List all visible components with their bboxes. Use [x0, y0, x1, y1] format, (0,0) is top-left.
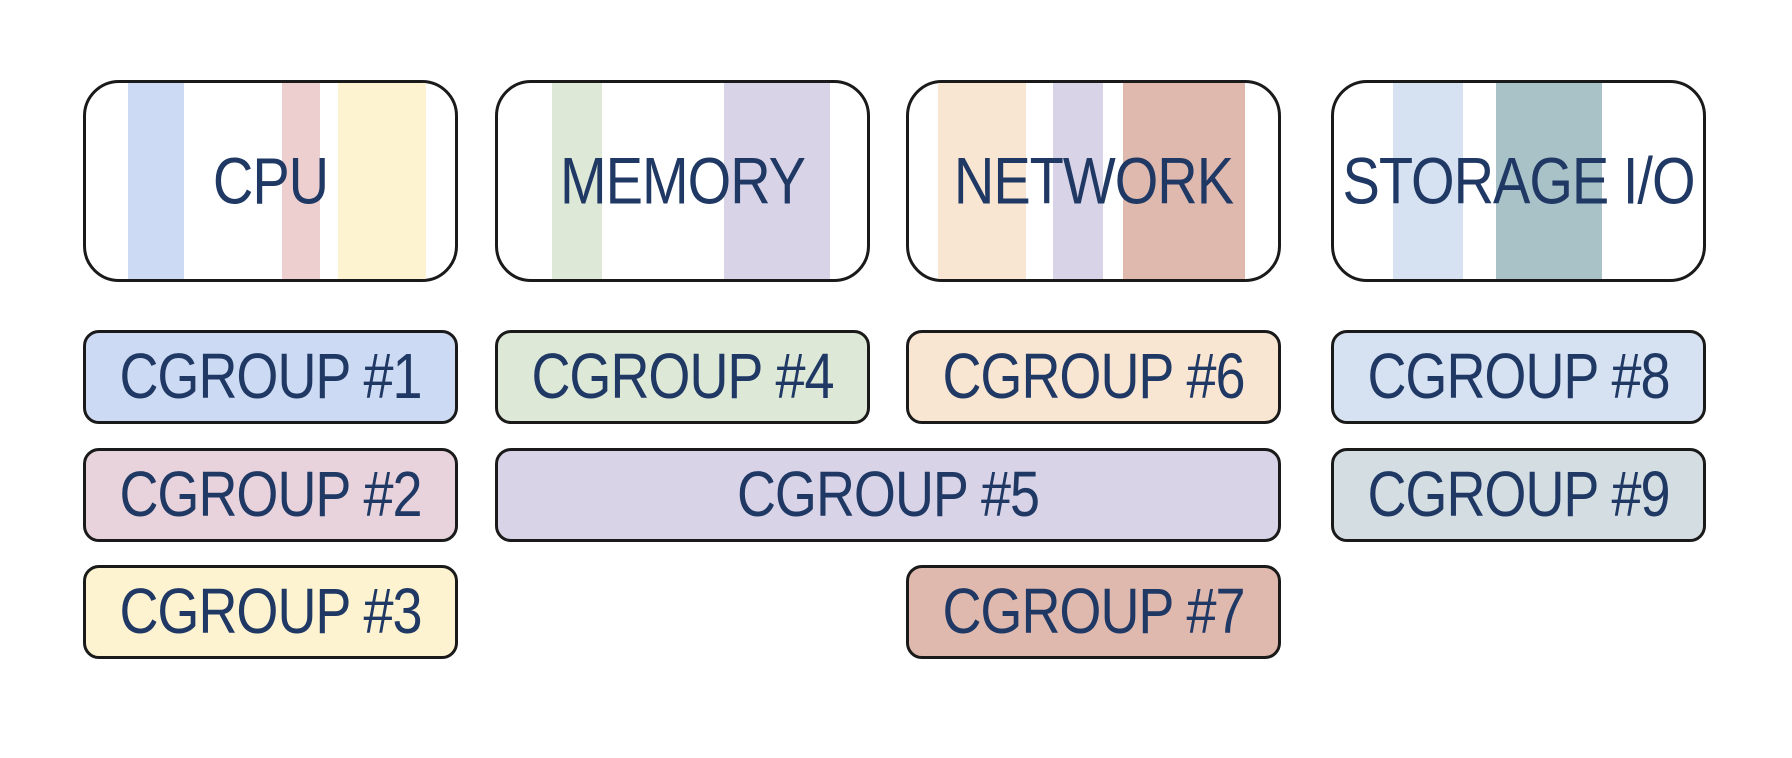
network-share-cgroup-7 [1123, 83, 1245, 279]
storage-share-cgroup-8 [1393, 83, 1463, 279]
cgroup-6-label: CGROUP #6 [942, 341, 1245, 413]
cgroup-1-label: CGROUP #1 [119, 341, 422, 413]
cgroup-1: CGROUP #1 [83, 330, 458, 424]
resource-cpu-label: CPU [212, 143, 329, 218]
storage-share-cgroup-9 [1496, 83, 1602, 279]
cpu-share-cgroup-2 [282, 83, 320, 279]
cgroup-5: CGROUP #5 [495, 448, 1281, 542]
network-share-cgroup-6 [938, 83, 1026, 279]
cgroup-6: CGROUP #6 [906, 330, 1281, 424]
cgroup-7: CGROUP #7 [906, 565, 1281, 659]
cgroup-3: CGROUP #3 [83, 565, 458, 659]
memory-share-cgroup-5 [724, 83, 830, 279]
cgroup-7-label: CGROUP #7 [942, 576, 1245, 648]
cpu-share-cgroup-3 [338, 83, 426, 279]
cgroup-9-label: CGROUP #9 [1367, 459, 1670, 531]
cgroup-8-label: CGROUP #8 [1367, 341, 1670, 413]
resource-storage-io-label: STORAGE I/O [1342, 143, 1695, 218]
resource-memory: MEMORY [495, 80, 870, 282]
cgroup-9: CGROUP #9 [1331, 448, 1706, 542]
cgroup-5-label: CGROUP #5 [736, 459, 1040, 531]
cgroup-2-label: CGROUP #2 [119, 459, 422, 531]
resource-storage-io: STORAGE I/O [1331, 80, 1706, 282]
cgroup-3-label: CGROUP #3 [119, 576, 422, 648]
cgroup-4-label: CGROUP #4 [531, 341, 834, 413]
cgroup-4: CGROUP #4 [495, 330, 870, 424]
cpu-share-cgroup-1 [128, 83, 184, 279]
cgroup-8: CGROUP #8 [1331, 330, 1706, 424]
resource-network: NETWORK [906, 80, 1281, 282]
memory-share-cgroup-4 [552, 83, 602, 279]
resource-network-label: NETWORK [953, 143, 1234, 218]
resource-cpu: CPU [83, 80, 458, 282]
network-share-cgroup-5 [1053, 83, 1103, 279]
resource-memory-label: MEMORY [560, 143, 806, 218]
cgroup-2: CGROUP #2 [83, 448, 458, 542]
